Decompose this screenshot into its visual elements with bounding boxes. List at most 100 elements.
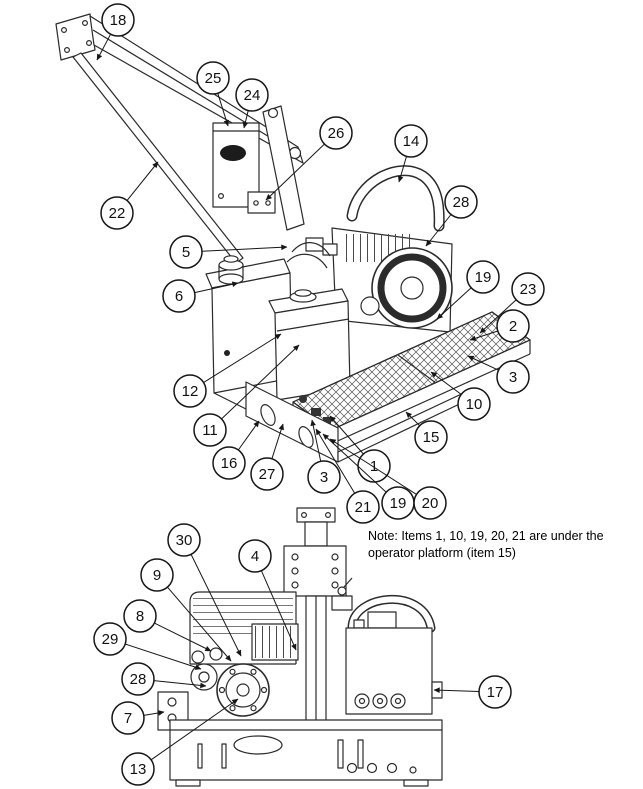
callout-number: 3 (320, 469, 328, 486)
leader-line (425, 214, 452, 247)
callout-number: 12 (182, 383, 199, 400)
exhaust-pipe (346, 165, 445, 232)
hose-arc (347, 594, 436, 633)
callout-number: 22 (109, 205, 126, 222)
callout-number: 25 (205, 70, 222, 87)
callout-number: 10 (466, 396, 483, 413)
leader-line (242, 110, 249, 129)
callout-number: 26 (328, 125, 345, 142)
callout-balloon (212, 446, 246, 480)
leader-line (329, 415, 364, 455)
callout-25: 25 (196, 61, 230, 127)
leader-line (125, 643, 202, 670)
leader-line (143, 710, 165, 716)
callout-number: 2 (509, 318, 517, 335)
callout-number: 19 (475, 269, 492, 286)
callout-balloon (193, 413, 227, 447)
callout-balloon (307, 460, 341, 494)
callout-20: 20 (329, 438, 447, 520)
callout-number: 7 (124, 710, 132, 727)
callout-15: 15 (405, 411, 448, 454)
leader-line (469, 330, 498, 341)
callout-balloon (101, 3, 135, 37)
callout-9: 9 (140, 558, 232, 662)
leader-line (405, 411, 421, 427)
callout-number: 23 (520, 281, 537, 298)
callout-6: 6 (162, 279, 239, 313)
callout-number: 9 (153, 567, 161, 584)
callout-2: 2 (469, 309, 530, 343)
callout-number: 13 (130, 761, 147, 778)
callout-balloon (100, 196, 134, 230)
leader-line (217, 93, 229, 127)
callout-11: 11 (193, 344, 300, 447)
leader-line (430, 371, 462, 395)
callout-number: 5 (182, 244, 190, 261)
engine (331, 227, 453, 333)
callout-balloon (511, 272, 545, 306)
leader-line (260, 570, 297, 651)
callout-balloon (196, 61, 230, 95)
leader-line (154, 622, 212, 652)
leader-line (436, 287, 472, 320)
callout-14: 14 (394, 124, 428, 183)
callout-16: 16 (212, 420, 260, 480)
callout-8: 8 (123, 599, 212, 652)
callout-balloon (123, 599, 157, 633)
callout-28: 28 (425, 185, 478, 247)
callout-number: 19 (390, 495, 407, 512)
leader-line (203, 333, 282, 383)
callout-balloon (121, 752, 155, 786)
top-assembly-drawing (55, 13, 531, 463)
leader-line (310, 419, 322, 462)
engine-pump-group (190, 647, 270, 717)
leader-line (201, 244, 288, 252)
callout-number: 27 (259, 466, 276, 483)
callout-4: 4 (238, 539, 297, 651)
leader-line (329, 438, 417, 495)
callout-balloon (169, 235, 203, 269)
leader-line (126, 161, 159, 201)
callout-10: 10 (430, 371, 491, 421)
callout-26: 26 (265, 116, 353, 201)
callout-balloon (496, 360, 530, 394)
mast-column (283, 507, 347, 733)
leader-line (467, 355, 499, 371)
leader-line (167, 586, 232, 662)
top-valve (331, 577, 353, 611)
callout-balloon (496, 309, 530, 343)
callout-number: 14 (403, 133, 420, 150)
bottom-assembly-drawing (157, 507, 443, 787)
reservoir-box (268, 288, 351, 401)
callout-number: 3 (509, 369, 517, 386)
callout-number: 20 (422, 495, 439, 512)
mast-assembly (212, 105, 305, 231)
callout-number: 28 (130, 671, 147, 688)
callout-22: 22 (100, 161, 159, 230)
callout-number: 16 (221, 455, 238, 472)
callout-balloon (173, 374, 207, 408)
callout-number: 6 (175, 288, 183, 305)
callout-balloon (346, 490, 380, 524)
callout-13: 13 (121, 698, 239, 786)
callout-27: 27 (250, 423, 284, 491)
leader-line (221, 344, 300, 420)
base-frame (213, 381, 471, 463)
callout-balloon (319, 116, 353, 150)
callout-3: 3 (467, 355, 530, 394)
note-line-2: operator platform (item 15) (368, 545, 516, 560)
leader-line (315, 428, 356, 494)
leader-line (265, 143, 325, 201)
callout-30: 30 (167, 523, 242, 657)
leader-line (190, 554, 242, 657)
callout-balloon (140, 558, 174, 592)
callout-5: 5 (169, 235, 288, 269)
callout-12: 12 (173, 333, 282, 408)
callout-balloon (238, 539, 272, 573)
callout-balloon (414, 420, 448, 454)
callout-number: 4 (251, 548, 259, 565)
callout-21: 21 (315, 428, 380, 524)
callout-28: 28 (121, 662, 207, 696)
under-platform-parts (299, 395, 331, 424)
